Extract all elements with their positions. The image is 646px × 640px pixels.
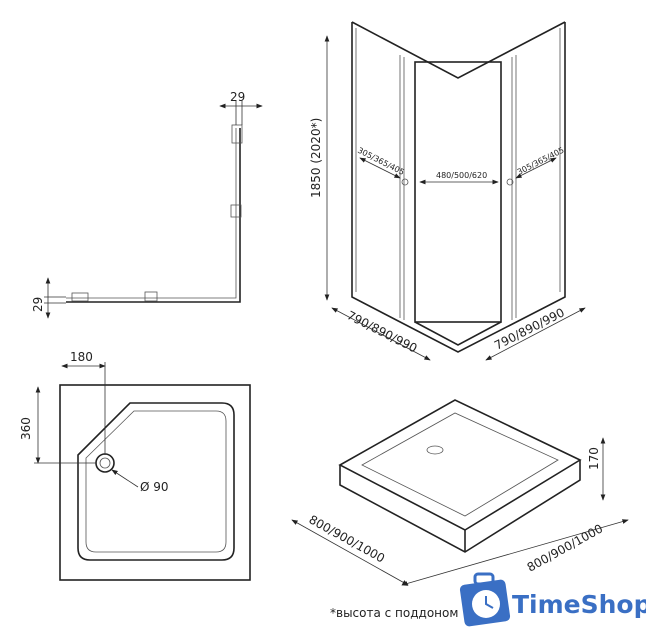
shower-enclosure: 1850 (2020*) 305/365/405 480/500/620 305… <box>309 21 586 361</box>
profile-top-width: 29 <box>230 90 245 104</box>
left-opening: 305/365/405 <box>356 146 406 177</box>
enclosure-height: 1850 (2020*) <box>309 118 323 198</box>
tray-right-side: 800/900/1000 <box>525 521 606 574</box>
drain-offset-y: 360 <box>19 417 33 440</box>
profile-side-width: 29 <box>31 297 45 312</box>
tray-top-view: 180 360 Ø 90 <box>19 350 251 581</box>
left-side-width: 790/890/990 <box>345 308 420 355</box>
footnote: *высота с поддоном <box>330 606 458 620</box>
tray-left-side: 800/900/1000 <box>307 512 388 565</box>
right-opening: 305/365/405 <box>516 146 566 177</box>
sliding-door <box>414 61 502 323</box>
logo-text: TimeShop <box>512 590 646 619</box>
drain-offset-x: 180 <box>70 350 93 364</box>
door-width: 480/500/620 <box>436 171 487 180</box>
drain <box>95 453 115 473</box>
profile-section: 29 29 <box>31 90 263 319</box>
drain-diameter: Ø 90 <box>140 480 169 494</box>
tray-height: 170 <box>587 447 601 470</box>
timeshop-logo: TimeShop <box>459 572 646 627</box>
tray-isometric: 170 800/900/1000 800/900/1000 <box>291 399 629 586</box>
